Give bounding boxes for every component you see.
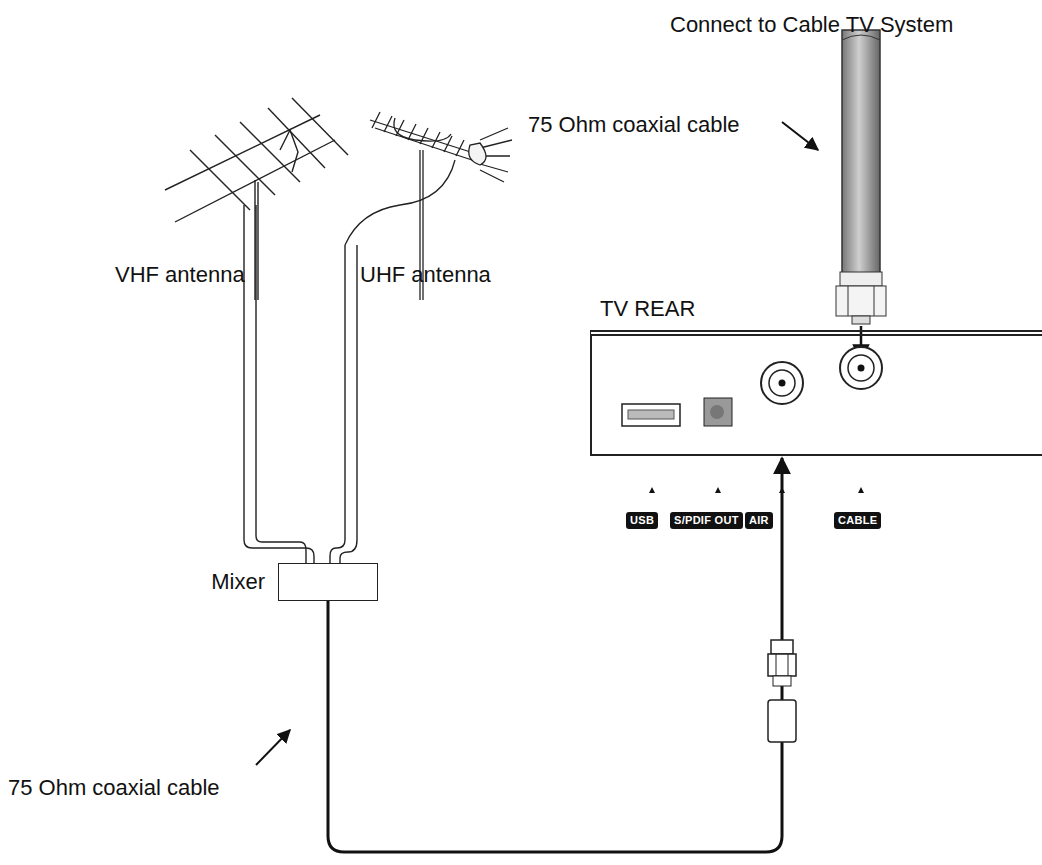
coax-connector [328, 458, 782, 852]
uhf-antenna [345, 112, 512, 300]
node-text: Mixer [211, 569, 265, 594]
antenna-label: VHF antenna [115, 262, 245, 287]
leader-arrow [782, 122, 818, 150]
mixer-box: Mixer [278, 563, 378, 601]
node-text: TV REAR [600, 296, 695, 321]
port-badge: S/PDIF OUT [670, 512, 743, 529]
antenna-lead-wire [244, 205, 357, 563]
port-badge: USB [626, 512, 658, 529]
tv-rear-panel: TV REAR [590, 330, 1042, 456]
leader-arrow [256, 730, 290, 765]
tv-ports [622, 347, 882, 493]
cable-system-label: Connect to Cable TV System [670, 12, 953, 37]
port-badge: CABLE [834, 512, 881, 529]
cable-tv-coax [836, 30, 886, 360]
cable-label: 75 Ohm coaxial cable [528, 112, 740, 137]
port-badge: AIR [745, 512, 773, 529]
antenna-label: UHF antenna [360, 262, 491, 287]
cable-label: 75 Ohm coaxial cable [8, 775, 220, 800]
